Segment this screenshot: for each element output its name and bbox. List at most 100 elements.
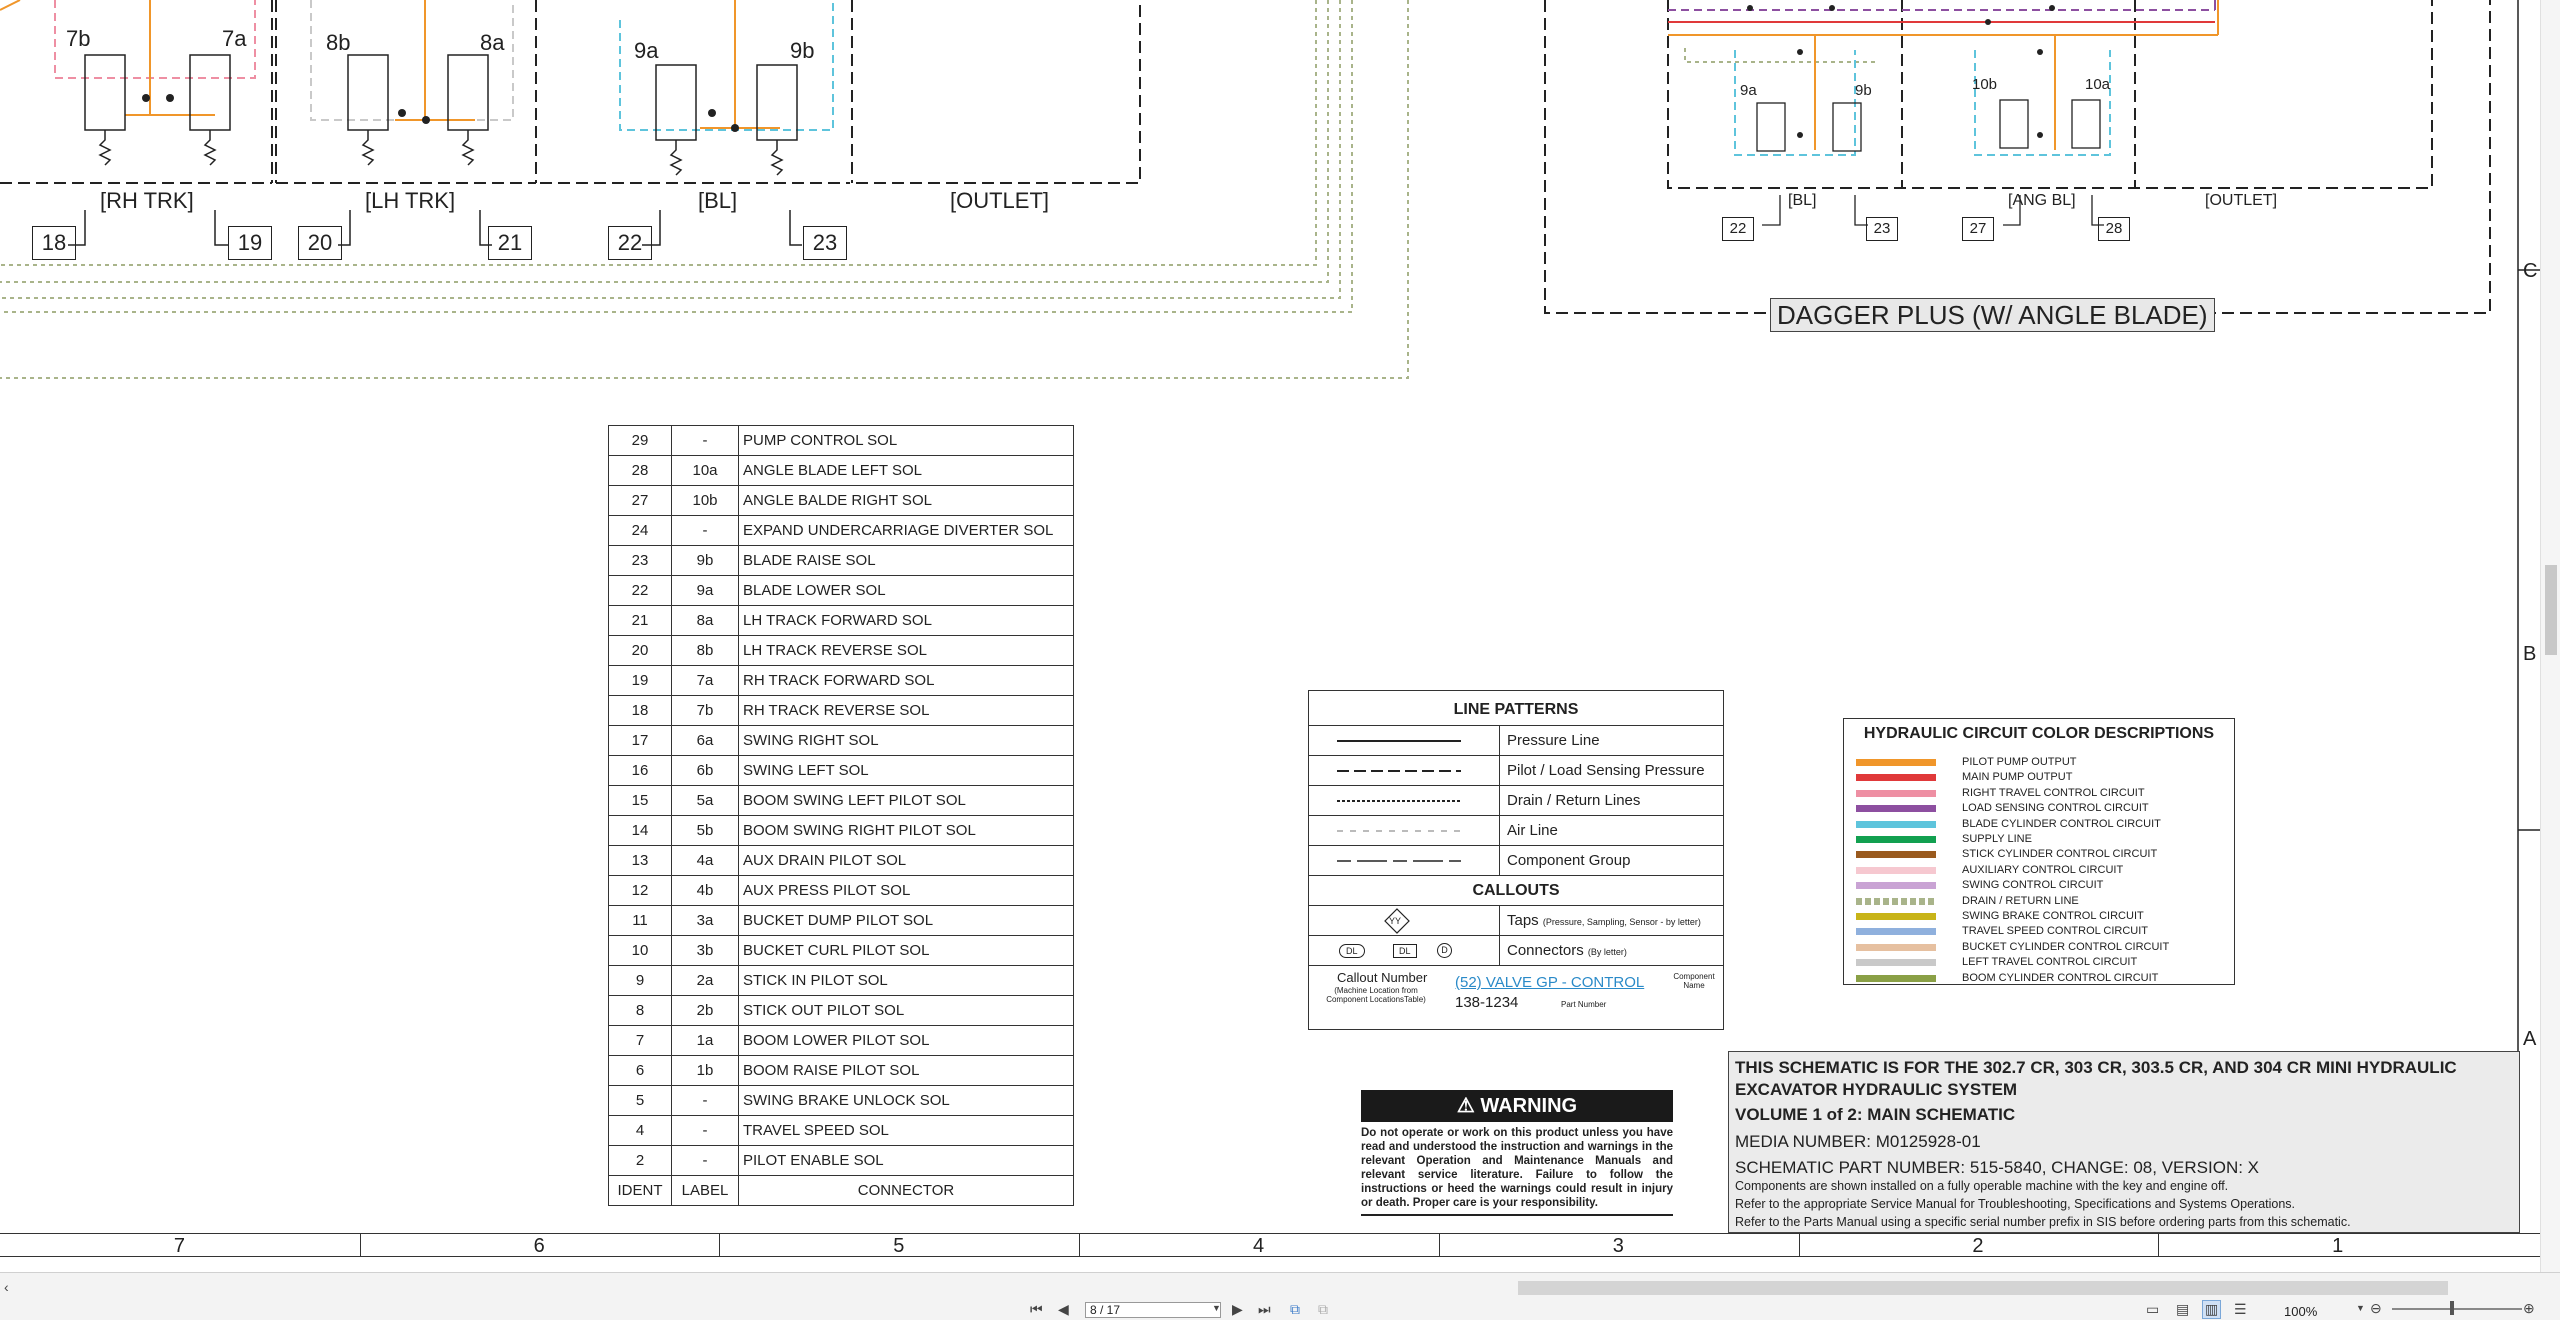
callout-example: Callout Number (Machine Location from Co…: [1309, 965, 1723, 1028]
solenoid-label: 10a: [2085, 76, 2111, 93]
facing-view-icon[interactable]: ▥: [2202, 1300, 2222, 1319]
connector-number-box: 23: [803, 226, 847, 260]
cell-ident: 20: [608, 635, 672, 666]
page-dropdown-chevron-icon[interactable]: ▼: [1212, 1303, 1221, 1313]
tap-diamond-icon: [1384, 908, 1410, 934]
color-swatch: [1856, 851, 1936, 859]
cell-label: 4b: [671, 875, 739, 906]
cell-connector: ANGLE BLADE LEFT SOL: [738, 455, 1074, 486]
solenoid-label: 7a: [222, 26, 247, 51]
title-line: THIS SCHEMATIC IS FOR THE 302.7 CR, 303 …: [1735, 1058, 2457, 1077]
connector-number-box: 19: [228, 226, 272, 260]
drain-return-boundary: [0, 0, 1409, 379]
cell-label: -: [671, 1115, 739, 1146]
color-legend-item: AUXILIARY CONTROL CIRCUIT: [1844, 863, 2234, 878]
zoom-level[interactable]: 100%: [2284, 1304, 2318, 1319]
cell-label: -: [671, 425, 739, 456]
cell-ident: 10: [608, 935, 672, 966]
next-page-icon[interactable]: ▶: [1232, 1301, 1243, 1317]
left-component-groups: [0, 0, 1141, 184]
legend-label: Taps (Pressure, Sampling, Sensor - by le…: [1507, 912, 1701, 929]
cell-label: 2b: [671, 995, 739, 1026]
color-legend-item: BUCKET CYLINDER CONTROL CIRCUIT: [1844, 940, 2234, 955]
connector-number-box: 20: [298, 226, 342, 260]
zoom-dropdown-chevron-icon[interactable]: ▼: [2356, 1303, 2365, 1313]
zone-letter: C: [2523, 260, 2538, 282]
cell-connector: BOOM SWING RIGHT PILOT SOL: [738, 815, 1074, 846]
zoom-slider-thumb[interactable]: [2450, 1301, 2454, 1315]
continuous-view-icon[interactable]: ▤: [2176, 1301, 2190, 1317]
cell-ident: 7: [608, 1025, 672, 1056]
page-number-field[interactable]: 8 / 17: [1085, 1302, 1221, 1318]
cell-label: 10a: [671, 455, 739, 486]
color-legend-item: MAIN PUMP OUTPUT: [1844, 770, 2234, 785]
cell-connector: LH TRACK REVERSE SOL: [738, 635, 1074, 666]
title-line: EXCAVATOR HYDRAULIC SYSTEM: [1735, 1080, 2018, 1099]
legend-label: Drain / Return Lines: [1507, 792, 1641, 809]
prev-page-icon[interactable]: ◀: [1058, 1301, 1069, 1317]
color-swatch: [1856, 943, 1936, 951]
callouts-header: CALLOUTS: [1309, 875, 1723, 906]
vertical-scrollbar[interactable]: [2540, 0, 2560, 1272]
horizontal-scrollbar[interactable]: [1518, 1281, 2448, 1295]
air-line-symbol: [1337, 830, 1461, 832]
cell-connector: BOOM RAISE PILOT SOL: [738, 1055, 1074, 1086]
left-group-label: [LH TRK]: [365, 188, 456, 213]
next-view-icon[interactable]: ⧉: [1318, 1301, 1328, 1317]
cell-label: 7b: [671, 695, 739, 726]
warning-block: ⚠ WARNING Do not operate or work on this…: [1361, 1090, 1673, 1216]
color-legend-label: DRAIN / RETURN LINE: [1962, 894, 2079, 907]
previous-view-icon[interactable]: ⧉: [1290, 1301, 1300, 1317]
legend-label: Air Line: [1507, 822, 1558, 839]
zoom-in-icon[interactable]: ⊕: [2523, 1300, 2535, 1316]
zone-number: 5: [893, 1235, 905, 1257]
cell-connector: BLADE RAISE SOL: [738, 545, 1074, 576]
cell-ident: 29: [608, 425, 672, 456]
cell-connector: TRAVEL SPEED SOL: [738, 1115, 1074, 1146]
cell-label: 3b: [671, 935, 739, 966]
color-swatch: [1856, 866, 1936, 874]
solenoid-label: 9a: [1740, 82, 1757, 99]
color-legend-title: HYDRAULIC CIRCUIT COLOR DESCRIPTIONS: [1863, 725, 2215, 742]
vertical-scroll-thumb[interactable]: [2545, 565, 2557, 655]
cover-view-icon[interactable]: ☰: [2234, 1301, 2247, 1317]
connector-number-box: 21: [488, 226, 532, 260]
legend-row: Drain / Return Lines: [1309, 785, 1723, 816]
color-legend-label: STICK CYLINDER CONTROL CIRCUIT: [1962, 848, 2158, 861]
color-swatch: [1856, 959, 1936, 967]
table-row: 4-TRAVEL SPEED SOL: [608, 1115, 1074, 1146]
cell-label: 5b: [671, 815, 739, 846]
table-row: 2-PILOT ENABLE SOL: [608, 1145, 1074, 1176]
cell-ident: 15: [608, 785, 672, 816]
color-legend-label: LEFT TRAVEL CONTROL CIRCUIT: [1962, 956, 2138, 969]
cell-label: 1b: [671, 1055, 739, 1086]
color-legend-label: PILOT PUMP OUTPUT: [1962, 756, 2077, 768]
single-page-view-icon[interactable]: ▭: [2146, 1301, 2160, 1317]
left-group-label: [BL]: [698, 188, 738, 213]
cell-label: -: [671, 515, 739, 546]
last-page-icon[interactable]: ⏭: [1258, 1301, 1271, 1317]
connector-number-box: 22: [608, 226, 652, 260]
zone-border: [2517, 0, 2540, 1233]
scroll-left-icon[interactable]: ‹: [4, 1279, 9, 1295]
media-number: MEDIA NUMBER: M0125928-01: [1735, 1132, 1981, 1151]
color-legend-label: BUCKET CYLINDER CONTROL CIRCUIT: [1962, 940, 2170, 953]
zoom-out-icon[interactable]: ⊖: [2370, 1300, 2382, 1316]
zoom-slider-track[interactable]: [2392, 1308, 2522, 1310]
first-page-icon[interactable]: ⏮: [1030, 1301, 1043, 1317]
callout-number-label: Callout Number: [1337, 970, 1428, 985]
callout-link[interactable]: (52) VALVE GP - CONTROL: [1455, 974, 1645, 991]
color-legend-label: BLADE CYLINDER CONTROL CIRCUIT: [1962, 817, 2161, 830]
